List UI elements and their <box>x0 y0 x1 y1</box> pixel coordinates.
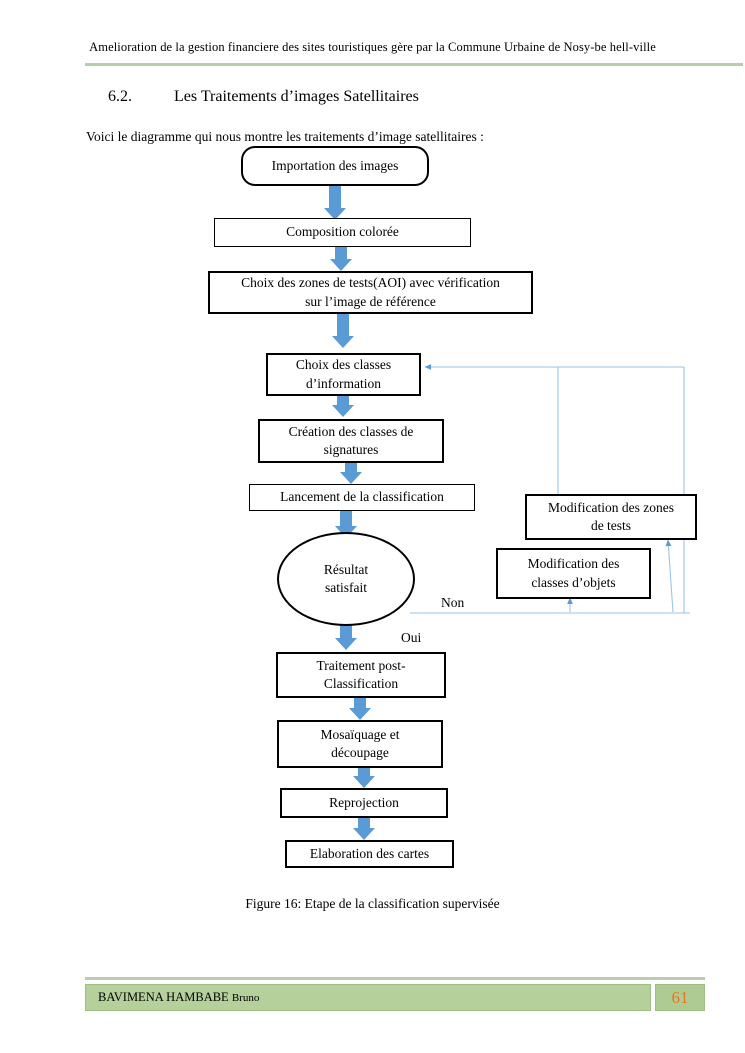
flow-node-resultat-satisfait[interactable]: Résultat satisfait <box>277 532 415 626</box>
flow-node-label-line2: signatures <box>323 442 379 457</box>
flow-node-label-line1: Choix des zones de tests(AOI) avec vérif… <box>241 275 500 291</box>
edge-label-oui: Oui <box>401 630 422 645</box>
flow-node-label-line1: Modification des <box>527 556 620 572</box>
flow-node-label: Reprojection <box>329 794 399 810</box>
flow-node-reprojection[interactable]: Reprojection <box>280 788 448 818</box>
flow-node-label-line1: Résultat <box>323 561 369 577</box>
footer-author-bar: BAVIMENA HAMBABE Bruno <box>85 984 651 1011</box>
flow-node-label-line1: Traitement post- <box>316 657 406 673</box>
flow-node-label-line1: Modification des zones <box>548 499 674 515</box>
flow-node-traitement-post-classification[interactable]: Traitement post- Classification <box>276 652 446 698</box>
flow-node-label-line2: classes d’objets <box>531 574 616 590</box>
edge-label-non: Non <box>441 595 465 610</box>
page-number-box: 61 <box>655 984 705 1011</box>
footer-author-firstpart: BAVIMENA HAMBABE <box>98 990 232 1004</box>
flow-node-importation-des-images[interactable]: Importation des images <box>241 146 429 186</box>
flow-node-lancement-de-la-classification[interactable]: Lancement de la classification <box>249 484 475 511</box>
running-title: Amelioration de la gestion financiere de… <box>89 40 656 54</box>
footer-author-name: BAVIMENA HAMBABE Bruno <box>98 990 259 1005</box>
flow-node-mosaiquage-et-decoupage[interactable]: Mosaïquage et découpage <box>277 720 443 768</box>
flow-node-label: Lancement de la classification <box>280 489 444 505</box>
page-number: 61 <box>671 988 689 1007</box>
flow-node-label-line1: Création des classes de <box>288 423 414 439</box>
flow-node-elaboration-des-cartes[interactable]: Elaboration des cartes <box>285 840 454 868</box>
header-divider <box>85 63 743 66</box>
flow-node-label: Elaboration des cartes <box>309 845 430 861</box>
flow-node-label-line2: sur l’image de référence <box>305 293 436 309</box>
flow-node-modification-des-classes-dobjets[interactable]: Modification des classes d’objets <box>496 548 651 599</box>
flow-node-label-line1: Choix des classes <box>295 357 392 373</box>
page-header: Amelioration de la gestion financiere de… <box>0 0 745 70</box>
page-title: 6.2. Les Traitements d’images Satellitair… <box>108 88 419 106</box>
flow-node-label-line1: Mosaïquage et <box>320 726 400 742</box>
flow-node-composition-coloree[interactable]: Composition colorée <box>214 218 471 247</box>
flow-node-label: Importation des images <box>271 157 399 173</box>
flow-node-choix-des-zones-de-tests[interactable]: Choix des zones de tests(AOI) avec vérif… <box>208 271 533 314</box>
intro-paragraph: Voici le diagramme qui nous montre les t… <box>86 129 484 144</box>
flow-node-label-line2: découpage <box>331 745 389 760</box>
flow-node-label-line2: de tests <box>590 518 632 533</box>
flow-node-label-line2: d’information <box>306 375 381 391</box>
figure-caption: Figure 16: Etape de la classification su… <box>245 896 500 911</box>
section-title: Les Traitements d’images Satellitaires <box>174 88 419 105</box>
flow-node-modification-des-zones-de-tests[interactable]: Modification des zones de tests <box>525 494 697 540</box>
footer-divider <box>85 977 705 980</box>
flow-node-choix-des-classes-dinformation[interactable]: Choix des classes d’information <box>266 353 421 396</box>
flow-node-creation-des-classes-de-signatures[interactable]: Création des classes de signatures <box>258 419 444 463</box>
flow-node-label-line2: Classification <box>323 676 399 691</box>
feedback-connector-group <box>410 364 690 614</box>
section-number: 6.2. <box>108 88 132 105</box>
flow-node-label: Composition colorée <box>286 224 399 240</box>
footer-author-lastpart: Bruno <box>231 992 260 1004</box>
flow-node-label-line2: satisfait <box>325 580 367 595</box>
block-arrow-group <box>324 186 375 840</box>
